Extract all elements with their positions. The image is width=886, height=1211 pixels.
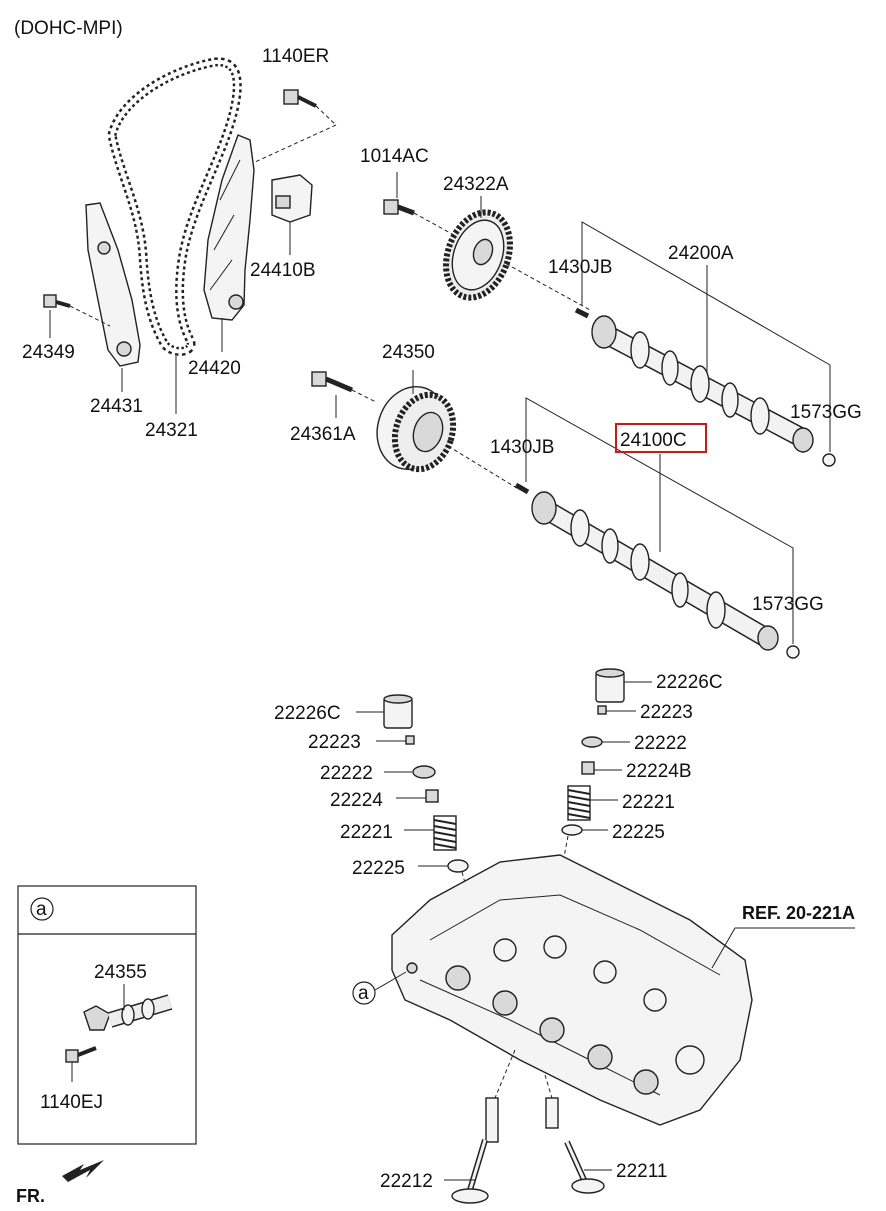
label-22212: 22212 [380, 1171, 433, 1192]
chain-guide-24431[interactable] [85, 202, 141, 367]
retainer-lock-22223-right[interactable] [597, 705, 607, 715]
bolt-1140EJ[interactable] [65, 1046, 97, 1082]
front-direction-arrow-icon [62, 1160, 104, 1182]
spring-seat-22225-left[interactable] [447, 859, 469, 873]
label-22223-left: 22223 [308, 732, 361, 753]
valve-spring-22221-right[interactable] [567, 785, 591, 821]
retainer-22222-right[interactable] [581, 736, 603, 748]
label-22222-left: 22222 [320, 763, 373, 784]
label-22224B: 22224B [626, 761, 692, 782]
label-1014AC: 1014AC [360, 146, 429, 167]
valve-guide-intake[interactable] [485, 1097, 499, 1143]
label-1573GG-top: 1573GG [790, 402, 862, 423]
head-marker-label: a [358, 983, 369, 1004]
valve-guide-exhaust[interactable] [545, 1097, 559, 1129]
callout-circle-a-icon[interactable]: a [352, 981, 376, 1005]
timing-chain[interactable] [107, 57, 242, 356]
label-24321: 24321 [145, 420, 198, 441]
inset-callout-icon [30, 897, 54, 921]
cylinder-head[interactable] [391, 854, 753, 1126]
cvvt-sprocket-24350[interactable] [367, 378, 463, 479]
label-1430JB-bottom: 1430JB [490, 437, 554, 458]
inset-bolt-label: 1140EJ [40, 1092, 103, 1113]
bolt-24361A[interactable] [311, 371, 353, 418]
label-22226C-left: 22226C [274, 703, 341, 724]
label-24361A: 24361A [290, 424, 356, 445]
retainer-lock-22223-left[interactable] [405, 735, 415, 745]
plug-1573GG-top[interactable] [822, 453, 836, 467]
label-24100C[interactable]: 24100C [620, 430, 687, 451]
plug-1573GG-bottom[interactable] [786, 645, 800, 659]
bolt-24349[interactable] [43, 294, 111, 338]
label-22221-right: 22221 [622, 792, 675, 813]
bolt-1014AC[interactable] [383, 172, 415, 216]
retainer-22222-left[interactable] [412, 765, 436, 779]
label-24322A: 24322A [443, 174, 509, 195]
label-24420: 24420 [188, 358, 241, 379]
valve-seal-22224B[interactable] [581, 761, 595, 775]
front-label: FR. [16, 1186, 45, 1206]
valve-spring-22221-left[interactable] [433, 815, 457, 851]
engine-type-title: (DOHC-MPI) [14, 18, 123, 39]
pin-1430JB-top[interactable] [574, 307, 590, 319]
part-highlight-box [615, 423, 707, 453]
camshaft-24200A[interactable] [591, 315, 814, 453]
valve-seal-22224-left[interactable] [425, 789, 439, 803]
label-1140ER: 1140ER [262, 46, 329, 67]
label-1430JB-top: 1430JB [548, 257, 612, 278]
exhaust-valve-22211[interactable] [564, 1140, 605, 1194]
spring-seat-22225-right[interactable] [561, 824, 583, 836]
label-22224-left: 22224 [330, 790, 383, 811]
sprocket-24322A[interactable] [435, 203, 521, 306]
tensioner-arm-24420[interactable] [203, 134, 255, 321]
label-1573GG-bottom: 1573GG [752, 594, 824, 615]
tappet-22226C-right[interactable] [595, 668, 625, 703]
label-22223-right: 22223 [640, 702, 693, 723]
camshaft-24100C[interactable] [531, 491, 779, 651]
label-22226C-right: 22226C [656, 672, 723, 693]
label-24350: 24350 [382, 342, 435, 363]
chain-tensioner-24410B[interactable] [271, 174, 313, 255]
label-22211: 22211 [616, 1161, 667, 1182]
inset-part-label: 24355 [94, 962, 147, 983]
label-22225-left: 22225 [352, 858, 405, 879]
label-22225-right: 22225 [612, 822, 665, 843]
oil-control-valve-24355[interactable] [83, 994, 173, 1031]
bolt-1140ER[interactable] [254, 89, 337, 163]
inset-marker-label: a [36, 899, 47, 920]
label-22221-left: 22221 [340, 822, 393, 843]
label-24200A: 24200A [668, 243, 734, 264]
intake-valve-22212[interactable] [451, 1139, 489, 1204]
pin-1430JB-bottom[interactable] [514, 482, 530, 495]
label-24349: 24349 [22, 342, 75, 363]
label-24410B: 24410B [250, 260, 316, 281]
label-22222-right: 22222 [634, 733, 687, 754]
label-24431: 24431 [90, 396, 143, 417]
ref-label: REF. 20-221A [742, 903, 855, 923]
tappet-22226C-left[interactable] [383, 694, 413, 729]
